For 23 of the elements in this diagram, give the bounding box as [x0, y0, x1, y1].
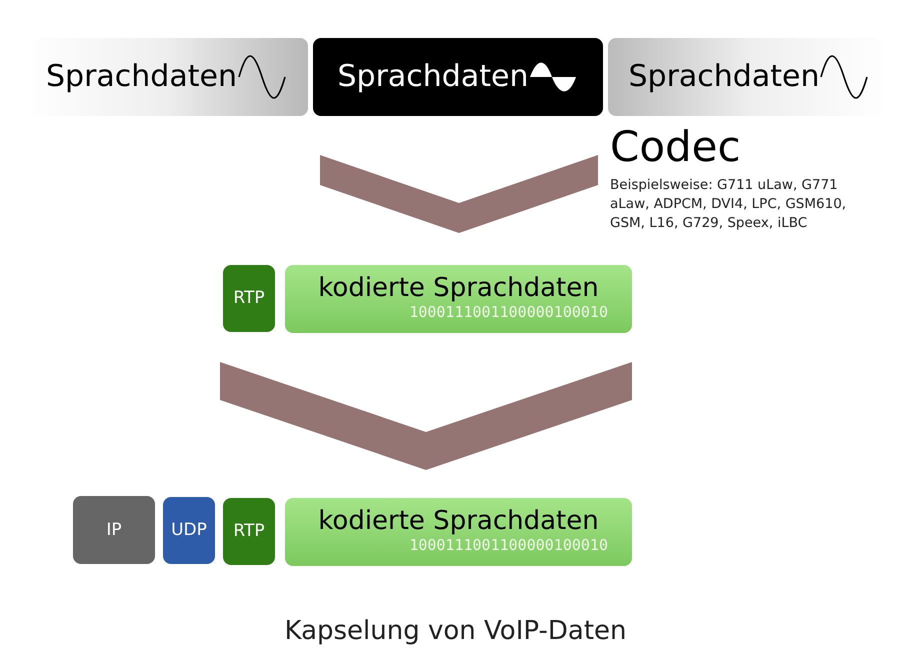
header-block [73, 496, 155, 564]
block-label: Sprachdaten [338, 62, 528, 92]
chevron-arrow [320, 155, 598, 233]
block-label: kodierte Sprachdaten [318, 508, 599, 534]
binary-data: 1000111001100000100010 [409, 538, 608, 552]
header-block [163, 497, 215, 564]
block-label: IP [106, 522, 122, 538]
codec-heading: Codec [610, 126, 741, 168]
block-label: Sprachdaten [46, 62, 237, 92]
audio-block [313, 38, 603, 116]
header-block [223, 265, 275, 332]
chevron-arrow [220, 362, 632, 470]
block-label: UDP [171, 522, 207, 539]
header-block [223, 498, 275, 565]
block-label: RTP [233, 523, 265, 540]
block-label: kodierte Sprachdaten [318, 274, 599, 300]
payload-block [285, 265, 632, 333]
caption: Kapselung von VoIP-Daten [283, 615, 628, 648]
codec-examples: Beispielsweise: G711 uLaw, G771 aLaw, ADPCM, DVI4, LPC, GSM610, GSM, L16, G729, Speex, iLBC [610, 176, 848, 233]
block-label: RTP [233, 290, 265, 307]
payload-block [285, 498, 632, 566]
block-label: Sprachdaten [628, 62, 820, 92]
binary-data: 1000111001100000100010 [409, 304, 608, 320]
